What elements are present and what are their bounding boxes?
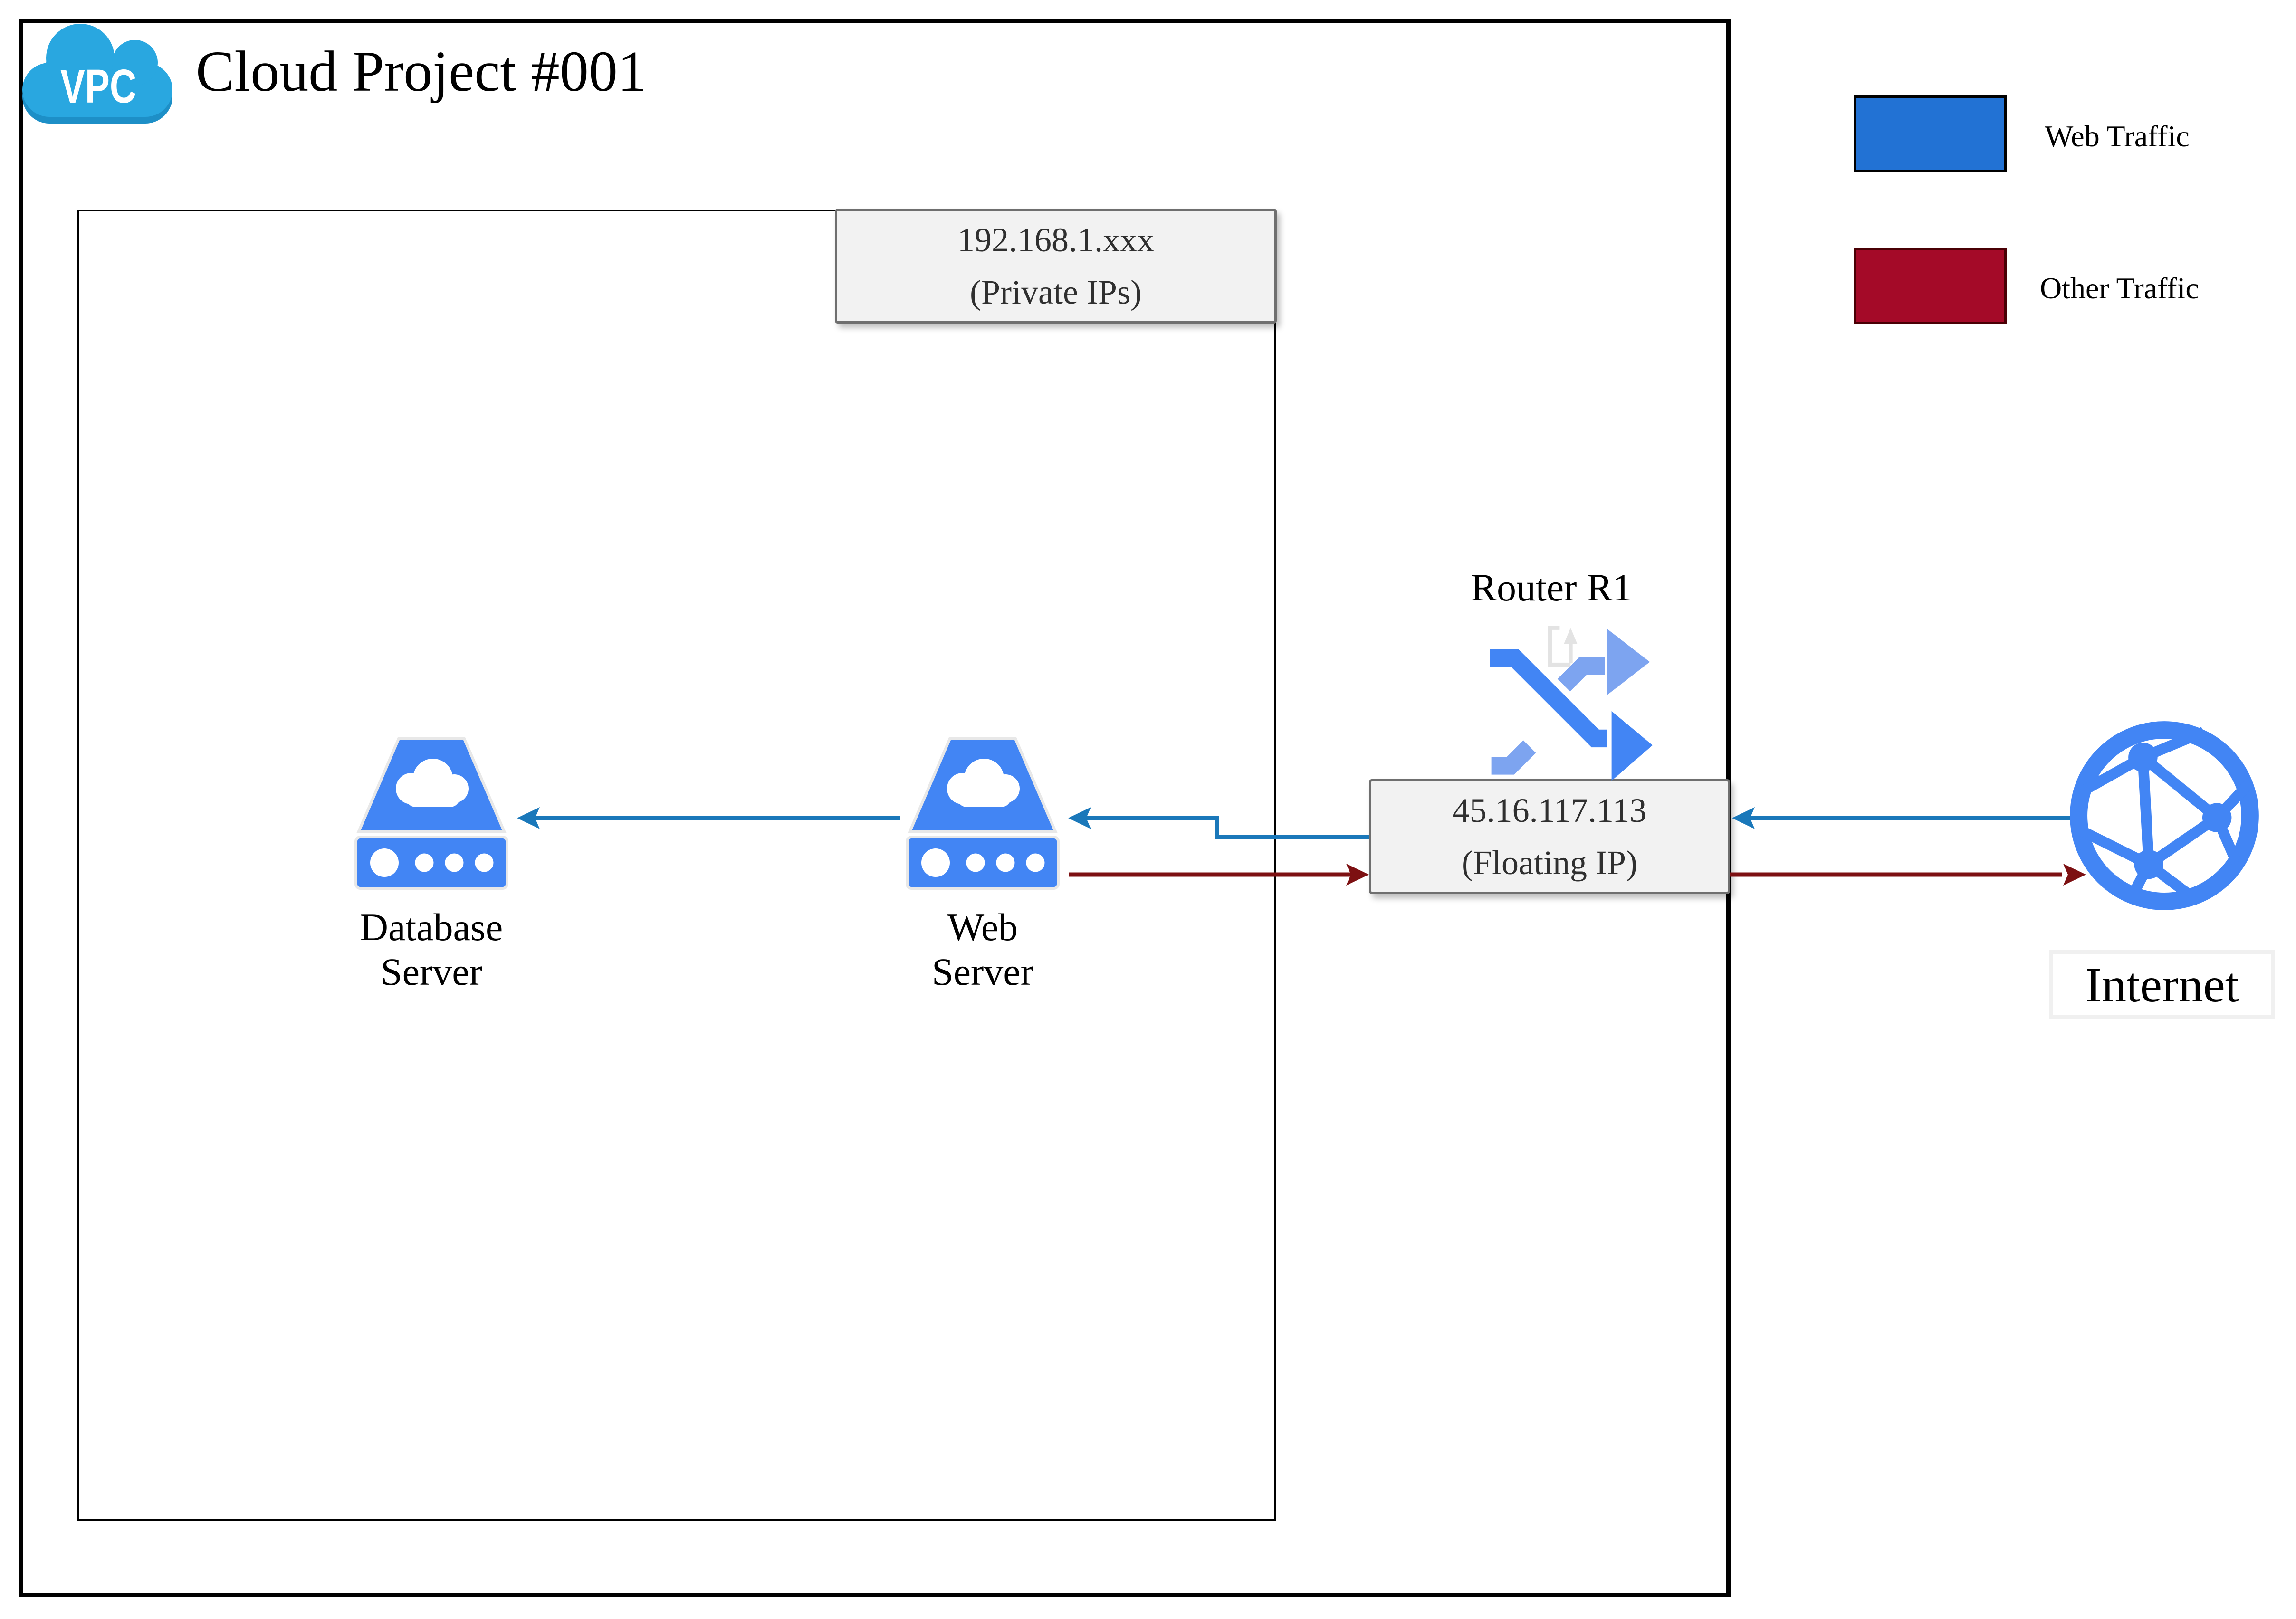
internet-label: Internet [2049,950,2275,1019]
router-arrow-ascending [1491,629,1650,775]
vpc-badge-text: VPC [60,60,136,114]
web-traffic-arrow-to-web-server [1068,807,1369,839]
web-traffic-arrow-to-database [517,807,900,829]
router-arrow-descending [1490,649,1653,781]
router-icon [1490,626,1653,781]
private-ip-caption: (Private IPs) [970,273,1142,311]
private-network-boundary [77,210,1276,1521]
private-ip-range: 192.168.1.xxx [957,221,1154,259]
web-server-label: Web Server [931,905,1033,993]
legend-other-traffic-swatch [1854,248,2007,324]
diagram-title: Cloud Project #001 [196,39,647,104]
legend-web-traffic-swatch [1854,95,2007,172]
other-traffic-arrow-to-floating-ip [1069,864,1369,886]
web-server-icon [906,737,1060,890]
other-traffic-arrow-to-internet [1730,864,2086,886]
router-ghost-arrow [1548,626,1573,667]
private-ip-note: 192.168.1.xxx (Private IPs) [835,209,1277,324]
web-traffic-arrow-from-internet [1732,807,2081,829]
floating-ip-address: 45.16.117.113 [1452,791,1647,829]
database-server-icon [354,737,508,890]
legend-web-traffic-label: Web Traffic [2045,119,2190,153]
floating-ip-note: 45.16.117.113 (Floating IP) [1369,779,1730,894]
vpc-cloud-icon: VPC [22,24,172,124]
internet-globe-icon [2070,721,2259,910]
legend-other-traffic-label: Other Traffic [2040,271,2199,305]
server-cloud-glyph [947,759,1020,807]
database-server-label: Database Server [360,905,503,993]
router-label: Router R1 [1471,566,1632,609]
floating-ip-caption: (Floating IP) [1462,844,1637,882]
server-cloud-glyph [396,759,469,807]
